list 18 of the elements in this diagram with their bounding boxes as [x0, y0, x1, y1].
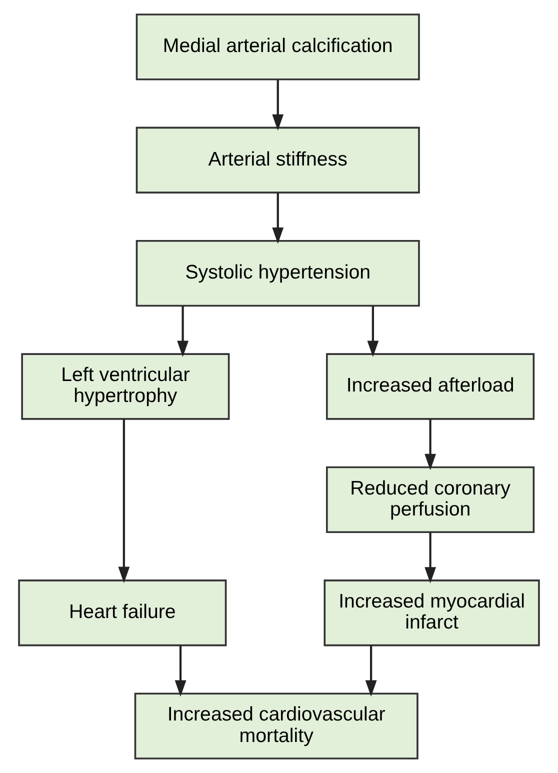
arrow — [177, 306, 188, 358]
node-box: Reduced coronary perfusion — [326, 466, 535, 534]
arrow — [272, 80, 284, 131]
node-box: Systolic hypertension — [136, 240, 420, 307]
arrow — [367, 306, 379, 358]
arrow — [118, 419, 130, 584]
node-box: Medial arterial calcification — [136, 14, 420, 80]
node-box: Increased afterload — [326, 353, 535, 420]
node-box: Increased myocardial infarct — [324, 580, 540, 646]
arrow — [272, 192, 284, 244]
arrow — [424, 419, 436, 470]
node-box: Increased cardiovascular mortality — [134, 692, 418, 760]
arrow — [174, 646, 186, 697]
arrow — [365, 646, 377, 697]
node-box: Arterial stiffness — [136, 126, 420, 194]
node-box: Heart failure — [18, 580, 227, 646]
arrow — [424, 532, 436, 584]
node-box: Left ventricular hypertrophy — [21, 353, 230, 420]
